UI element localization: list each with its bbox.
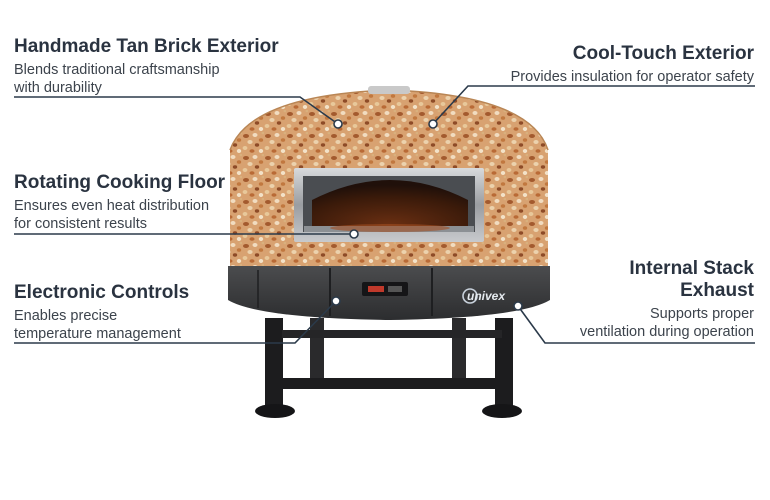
callout-dots (331, 119, 523, 311)
brand-logo-text: univex (467, 289, 506, 303)
callout-description: Provides insulation for operator safety (510, 69, 754, 85)
control-panel-display (362, 282, 408, 296)
callout-description: Blends traditional craftsmanship with du… (14, 62, 220, 96)
callout-brick-exterior: Handmade Tan Brick Exterior Blends tradi… (14, 36, 279, 97)
callout-rotating-floor: Rotating Cooking Floor Ensures even heat… (14, 172, 225, 233)
callout-title: Handmade Tan Brick Exterior (14, 36, 279, 57)
callout-description: Ensures even heat distribution for consi… (14, 198, 210, 232)
exhaust-cap (368, 86, 410, 94)
callout-description: Enables precise temperature management (14, 308, 181, 342)
oven-stand (255, 318, 522, 418)
callout-title: Electronic Controls (14, 282, 190, 303)
callout-title: Cool-Touch Exterior (572, 43, 754, 64)
univex-logo-icon: univex (462, 288, 506, 304)
oven-mouth (294, 168, 484, 242)
callout-cool-touch: Cool-Touch Exterior Provides insulation … (511, 43, 754, 86)
callout-electronic-controls: Electronic Controls Enables precise temp… (14, 282, 189, 343)
controls-callout-dot (331, 296, 341, 306)
callout-description: Supports proper ventilation during opera… (579, 306, 754, 340)
cool-touch-callout-dot (428, 119, 438, 129)
brick-callout-dot (333, 119, 343, 129)
leader-lines (14, 85, 755, 344)
callout-title: Internal Stack Exhaust (629, 258, 754, 301)
callout-title: Rotating Cooking Floor (14, 172, 226, 193)
rotating-floor-callout-dot (349, 229, 359, 239)
exhaust-callout-dot (513, 301, 523, 311)
callout-internal-exhaust: Internal Stack Exhaust Supports proper v… (580, 258, 754, 341)
